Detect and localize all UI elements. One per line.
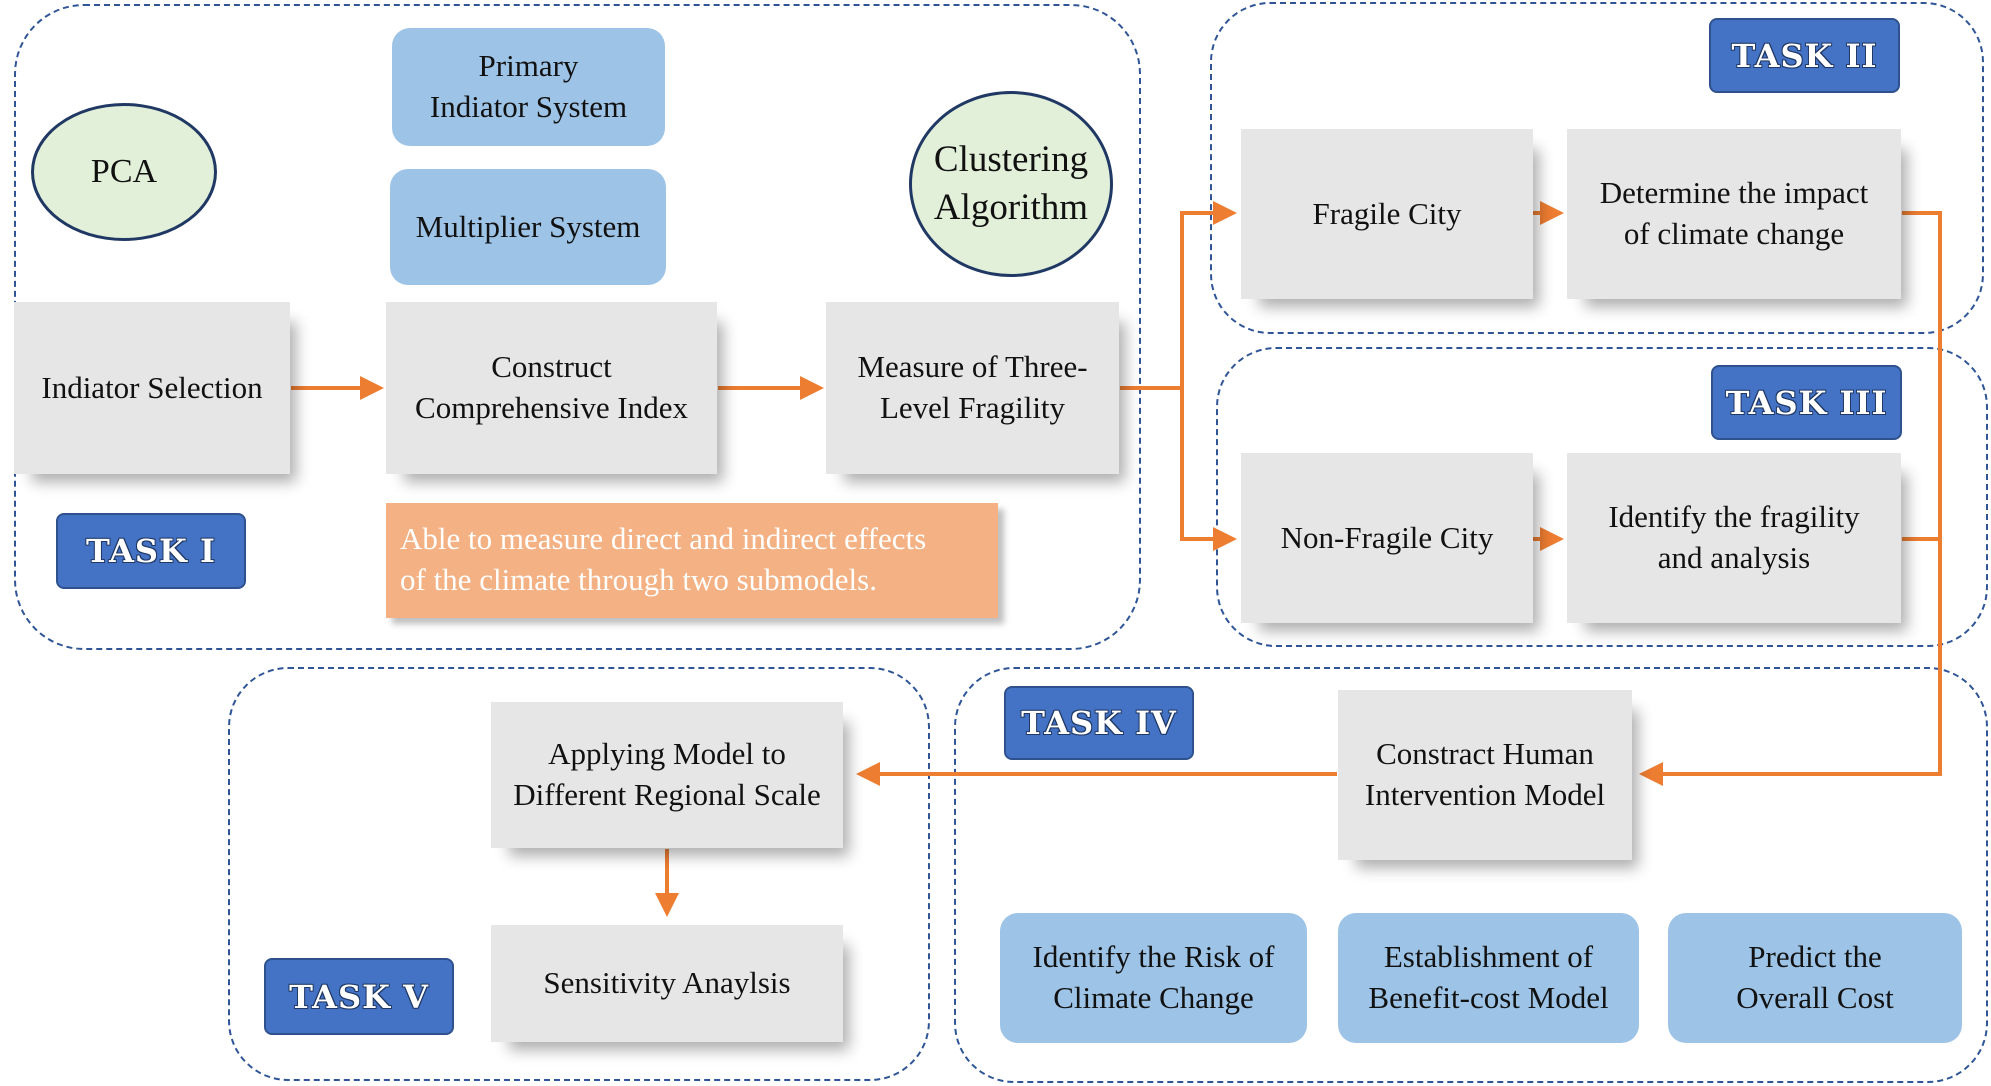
construct-comprehensive-index-box: Construct Comprehensive Index — [386, 302, 717, 474]
construct-human-intervention-model-box: Constract Human Intervention Model — [1338, 690, 1632, 860]
identify-risk-box: Identify the Risk of Climate Change — [1000, 913, 1307, 1043]
task4-badge: TASK IV — [1004, 686, 1194, 760]
predict-overall-cost-box: Predict the Overall Cost — [1668, 913, 1962, 1043]
pca-oval: PCA — [31, 103, 217, 241]
arrow-measure-to-nonfragile — [1180, 388, 1237, 551]
applying-model-box: Applying Model to Different Regional Sca… — [491, 702, 843, 848]
clustering-algorithm-oval: Clustering Algorithm — [909, 91, 1113, 277]
non-fragile-city-box: Non-Fragile City — [1241, 453, 1533, 623]
task2-badge: TASK II — [1709, 18, 1900, 93]
arrow-measure-to-fragile — [1120, 201, 1237, 390]
task3-badge: TASK III — [1711, 365, 1902, 440]
callout-note: Able to measure direct and indirect effe… — [386, 503, 998, 618]
measure-fragility-box: Measure of Three- Level Fragility — [826, 302, 1119, 474]
task2-region — [1210, 2, 1984, 334]
task3-region — [1216, 347, 1988, 647]
task1-badge: TASK I — [56, 513, 246, 589]
task4-region — [954, 667, 1988, 1083]
identify-fragility-box: Identify the fragility and analysis — [1567, 453, 1901, 623]
arrow-impact-to-model — [1639, 211, 1942, 786]
multiplier-system-box: Multiplier System — [390, 169, 666, 285]
benefit-cost-model-box: Establishment of Benefit-cost Model — [1338, 913, 1639, 1043]
task5-badge: TASK V — [264, 958, 454, 1035]
sensitivity-analysis-box: Sensitivity Anaylsis — [491, 925, 843, 1042]
task5-region — [228, 667, 930, 1081]
determine-impact-box: Determine the impact of climate change — [1567, 129, 1901, 299]
fragile-city-box: Fragile City — [1241, 129, 1533, 299]
primary-indicator-system-box: Primary Indiator System — [392, 28, 665, 146]
indicator-selection-box: Indiator Selection — [14, 302, 290, 474]
